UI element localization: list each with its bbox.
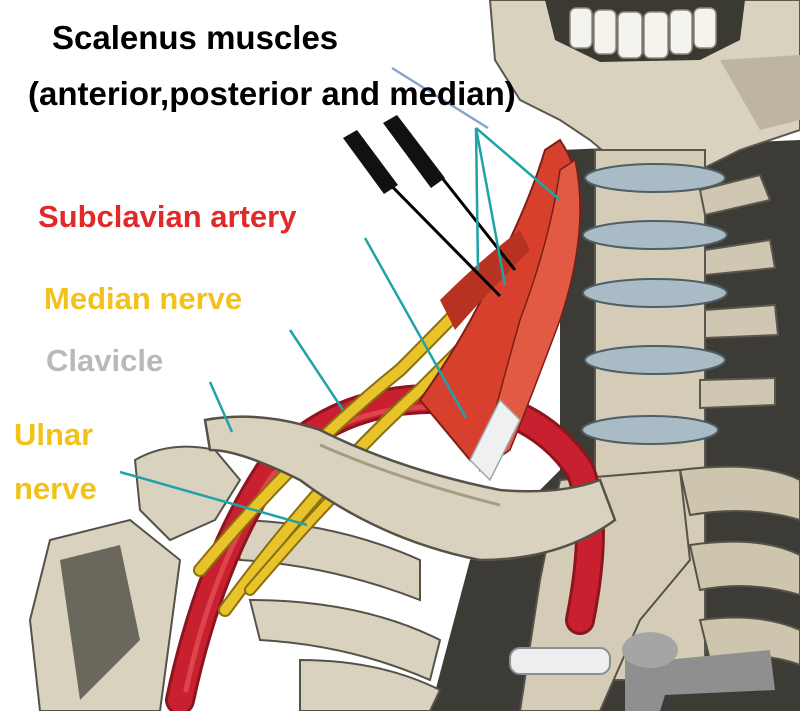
ulnar-nerve-label-line2: nerve xyxy=(14,472,97,506)
scalenus-muscles-label: Scalenus muscles xyxy=(52,20,338,56)
clavicle-label: Clavicle xyxy=(46,344,163,378)
subclavian-artery-label: Subclavian artery xyxy=(38,200,296,234)
scalenus-muscles-sublabel: (anterior,posterior and median) xyxy=(28,76,516,112)
ulnar-nerve-label: Ulnar xyxy=(14,418,93,452)
median-nerve-label: Median nerve xyxy=(44,282,242,316)
